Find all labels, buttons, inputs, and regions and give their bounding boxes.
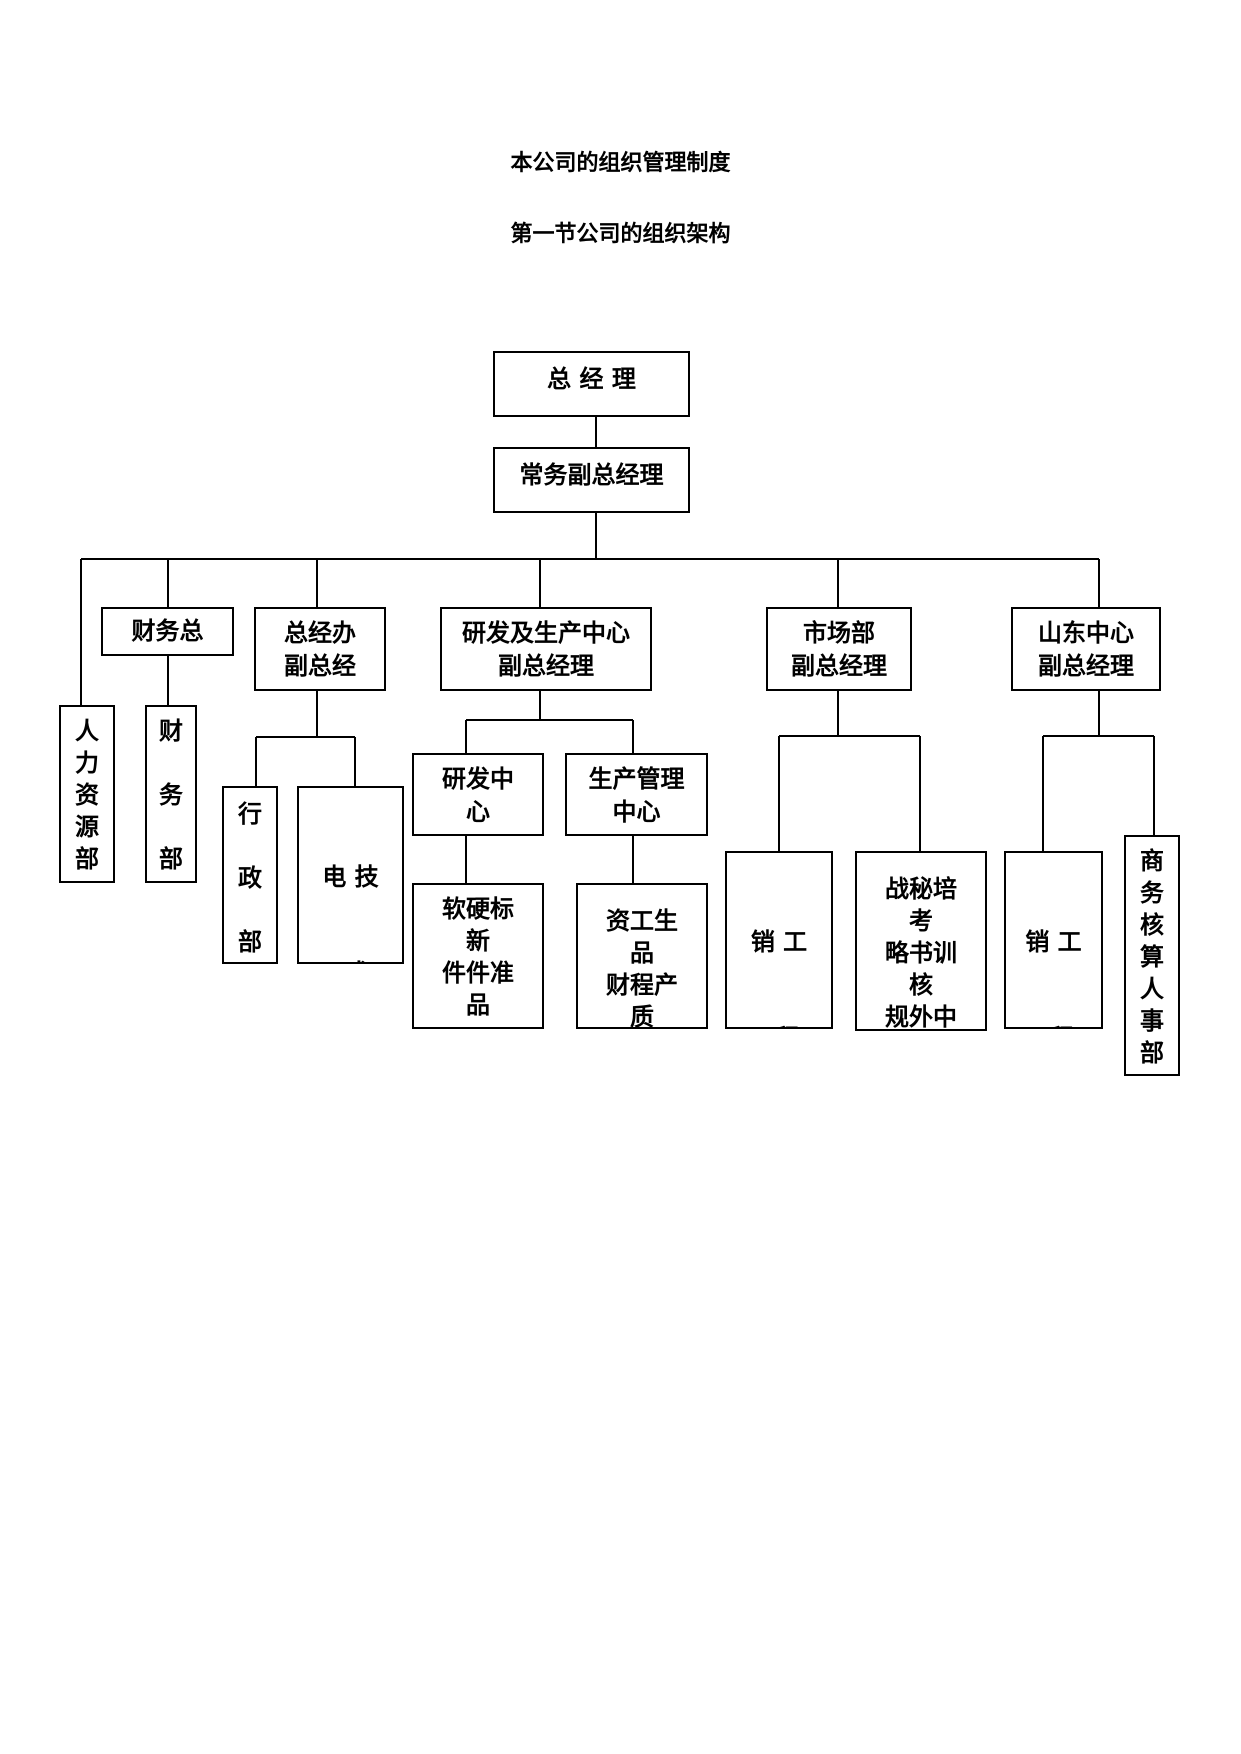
admin-dept-char: 行 <box>238 800 262 828</box>
shandong-business-hr-char: 商 <box>1140 847 1164 875</box>
shandong-business-hr-char: 部 <box>1140 1039 1164 1067</box>
finance-dept-char: 部 <box>159 845 183 873</box>
document-title: 本公司的组织管理制度 <box>510 150 731 176</box>
gm-office-vp-line: 总经办 <box>284 619 356 647</box>
production-mgmt-center-box: 生产管理 中心 <box>565 753 708 836</box>
market-vp-box: 市场部 副总经理 <box>766 607 912 691</box>
production-subunits-line: 资工生 <box>606 907 678 935</box>
market-sales-service-line: 销 工 <box>750 928 808 956</box>
market-strategy-line: 考 <box>909 907 933 935</box>
hr-dept-char: 部 <box>75 845 99 873</box>
admin-dept-box: 行 政 部 <box>222 786 278 964</box>
rd-subunits-line: 新 <box>466 927 490 955</box>
rd-production-vp-line: 研发及生产中心 <box>462 619 630 647</box>
market-vp-line: 市场部 <box>803 619 875 647</box>
general-manager-label: 总 经 理 <box>547 365 636 393</box>
finance-head-label: 财务总 <box>131 617 204 645</box>
market-strategy-line: 战秘培 <box>885 875 957 903</box>
shandong-center-vp-line: 山东中心 <box>1038 619 1134 647</box>
hr-dept-char: 源 <box>75 813 99 841</box>
finance-dept-char: 务 <box>159 781 183 809</box>
hr-dept-char: 力 <box>75 749 99 777</box>
rd-subunits-line: 软硬标 <box>442 895 514 923</box>
shandong-center-vp-line: 副总经理 <box>1038 652 1134 680</box>
tech-dept-box: 电 技 术 脑 推 广 部 部 <box>297 786 404 964</box>
finance-dept-box: 财 务 部 <box>145 705 197 883</box>
production-subunits-line: 质 <box>630 1003 654 1029</box>
production-mgmt-center-line: 生产管理 <box>588 765 685 793</box>
shandong-business-hr-char: 人 <box>1140 975 1164 1003</box>
rd-subunits-box: 软硬标 新 件件准 品 <box>412 883 544 1029</box>
production-subunits-line: 财程产 <box>606 971 678 999</box>
gm-office-vp-line: 副总经 <box>284 652 356 680</box>
finance-dept-char: 财 <box>159 717 183 745</box>
admin-dept-char: 政 <box>238 864 262 892</box>
general-manager-box: 总 经 理 <box>493 351 690 417</box>
market-strategy-line: 规外中 <box>885 1003 957 1031</box>
rd-center-box: 研发中 心 <box>412 753 544 836</box>
rd-production-vp-line: 副总经理 <box>498 652 594 680</box>
market-vp-line: 副总经理 <box>791 652 887 680</box>
executive-vp-label: 常务副总经理 <box>519 461 664 489</box>
shandong-center-vp-box: 山东中心 副总经理 <box>1011 607 1161 691</box>
admin-dept-char: 部 <box>238 928 262 956</box>
market-strategy-line: 核 <box>909 971 933 999</box>
shandong-business-hr-char: 核 <box>1140 911 1164 939</box>
production-subunits-line: 品 <box>630 939 654 967</box>
shandong-business-hr-char: 务 <box>1140 879 1164 907</box>
rd-production-vp-box: 研发及生产中心 副总经理 <box>440 607 652 691</box>
hr-dept-box: 人 力 资 源 部 <box>59 705 115 883</box>
market-sales-service-line: 程 <box>727 1022 831 1027</box>
rd-center-line: 研发中 <box>442 765 514 793</box>
hr-dept-char: 资 <box>75 781 99 809</box>
shandong-business-hr-char: 算 <box>1140 943 1164 971</box>
finance-head-box: 财务总 <box>101 607 234 656</box>
tech-dept-line: 术 <box>299 957 402 962</box>
production-subunits-box: 资工生 品 财程产 质 <box>576 883 708 1029</box>
market-sales-service-box: 销 工 程 售 服 务 部 部 <box>725 851 833 1029</box>
market-strategy-line: 略书训 <box>885 939 957 967</box>
tech-dept-line: 电 技 <box>322 863 379 891</box>
shandong-business-hr-char: 事 <box>1140 1007 1164 1035</box>
shandong-sales-service-line: 程 <box>1006 1022 1101 1027</box>
market-strategy-box: 战秘培 考 略书训 核 规外中 <box>855 851 987 1031</box>
gm-office-vp-box: 总经办 副总经 <box>254 607 386 691</box>
hr-dept-char: 人 <box>75 717 99 745</box>
rd-center-line: 心 <box>466 798 490 826</box>
shandong-sales-service-line: 销 工 <box>1025 928 1082 956</box>
shandong-business-hr-box: 商 务 核 算 人 事 部 <box>1124 835 1180 1076</box>
rd-subunits-line: 件件准 <box>442 959 514 987</box>
production-mgmt-center-line: 中心 <box>612 798 661 826</box>
executive-vp-box: 常务副总经理 <box>493 447 690 513</box>
shandong-sales-service-box: 销 工 程 售 服 务 部 部 <box>1004 851 1103 1029</box>
rd-subunits-line: 品 <box>466 991 490 1019</box>
section-subtitle: 第一节公司的组织架构 <box>510 221 731 247</box>
